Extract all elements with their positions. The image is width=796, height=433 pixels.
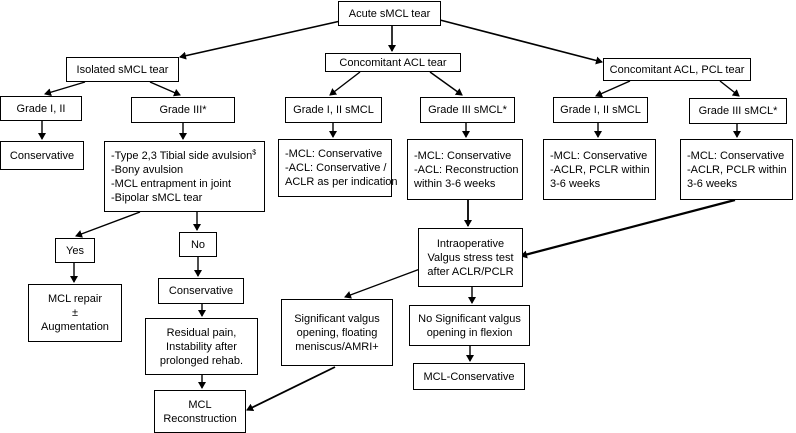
indications-line-1: -Type 2,3 Tibial side avulsion$ <box>111 148 257 162</box>
pcl-grade-3-node: Grade III sMCL* <box>689 98 787 124</box>
residual-line-3: prolonged rehab. <box>159 354 244 367</box>
mcl-conservative-final-text: MCL-Conservative <box>423 370 515 383</box>
residual-line-1: Residual pain, <box>166 326 237 339</box>
arrow-significant-to-reconstruction <box>246 366 336 411</box>
indications-node: -Type 2,3 Tibial side avulsion$ -Bony av… <box>104 141 265 212</box>
iso-conservative-text: Conservative <box>9 149 75 162</box>
significant-opening-line-1: Significant valgus <box>294 312 380 325</box>
significant-opening-line-3: meniscus/AMRI+ <box>295 340 379 353</box>
yes-node: Yes <box>55 238 95 263</box>
significant-opening-line-2: opening, floating <box>296 326 378 339</box>
concomitant-acl-text: Concomitant ACL tear <box>339 56 447 69</box>
no-significant-opening-node: No Significant valgus opening in flexion <box>409 305 530 346</box>
arrow-root-to-isolated <box>179 19 346 60</box>
valgus-test-line-1: Intraoperative <box>436 237 505 250</box>
mcl-repair-line-3: Augmentation <box>41 321 109 333</box>
isolated-tear-text: Isolated sMCL tear <box>76 63 169 76</box>
iso-conservative-node: Conservative <box>0 141 84 170</box>
pcl-g3-management-line-3: 3-6 weeks <box>687 177 738 190</box>
concomitant-acl-pcl-text: Concomitant ACL, PCL tear <box>609 63 745 76</box>
residual-node: Residual pain, Instability after prolong… <box>145 318 258 375</box>
concomitant-acl-pcl-node: Concomitant ACL, PCL tear <box>603 58 751 81</box>
concomitant-acl-node: Concomitant ACL tear <box>325 53 461 72</box>
mcl-conservative-final-node: MCL-Conservative <box>413 363 525 390</box>
pcl-grade-3-text: Grade III sMCL* <box>698 105 778 117</box>
mcl-repair-line-2: ± <box>71 307 79 319</box>
root-node-text: Acute sMCL tear <box>348 7 431 20</box>
arrow-acl-pcl-to-grade-3 <box>719 80 740 97</box>
no-node: No <box>179 232 217 257</box>
acl-grade-1-2-node: Grade I, II sMCL <box>285 97 382 123</box>
iso-grade-3-text: Grade III* <box>159 104 207 116</box>
mcl-repair-node: MCL repair ± Augmentation <box>28 284 122 342</box>
valgus-test-line-3: after ACLR/PCLR <box>427 265 514 278</box>
arrow-pcl-g3-mgmt-to-valgus <box>520 198 736 259</box>
no-conservative-text: Conservative <box>168 285 234 297</box>
no-significant-opening-line-2: opening in flexion <box>426 326 513 339</box>
arrow-isolated-to-grade-1-2 <box>44 81 86 97</box>
pcl-grade-1-2-node: Grade I, II sMCL <box>553 97 648 123</box>
arrow-isolated-to-grade-3 <box>149 81 181 97</box>
iso-grade-3-node: Grade III* <box>131 97 235 123</box>
arrow-valgus-to-significant <box>344 268 421 299</box>
acl-grade-1-2-text: Grade I, II sMCL <box>293 104 374 116</box>
acl-grade-3-text: Grade III sMCL* <box>428 104 507 116</box>
root-node: Acute sMCL tear <box>338 1 441 26</box>
no-conservative-node: Conservative <box>158 278 244 304</box>
mcl-reconstruction-line-1: MCL <box>188 398 212 411</box>
arrow-acl-to-grade-3 <box>429 71 463 96</box>
pcl-g12-management-line-2: -ACLR, PCLR within <box>550 163 650 176</box>
significant-opening-node: Significant valgus opening, floating men… <box>281 299 393 366</box>
indications-line-2: -Bony avulsion <box>111 163 184 176</box>
no-text: No <box>190 238 206 251</box>
indications-footnote-mark: $ <box>252 148 257 156</box>
pcl-g3-management-node: -MCL: Conservative -ACLR, PCLR within 3-… <box>680 139 793 200</box>
mcl-reconstruction-line-2: Reconstruction <box>163 412 237 425</box>
arrow-acl-to-grade-1-2 <box>329 71 361 96</box>
arrow-indications-to-yes <box>75 211 141 238</box>
no-significant-opening-line-1: No Significant valgus <box>418 312 521 325</box>
arrow-root-to-concomitant-acl-pcl <box>439 19 603 65</box>
pcl-g3-management-line-1: -MCL: Conservative <box>687 149 785 162</box>
acl-g3-management-line-3: within 3-6 weeks <box>414 177 496 190</box>
iso-grade-1-2-text: Grade I, II <box>16 102 66 115</box>
acl-g12-management-line-2: -ACL: Conservative / <box>285 162 387 174</box>
residual-line-2: Instability after <box>166 340 237 353</box>
acl-grade-3-node: Grade III sMCL* <box>420 97 515 123</box>
pcl-grade-1-2-text: Grade I, II sMCL <box>560 104 641 116</box>
valgus-test-node: Intraoperative Valgus stress test after … <box>418 228 523 287</box>
yes-text: Yes <box>66 244 84 257</box>
valgus-test-line-2: Valgus stress test <box>427 251 514 264</box>
isolated-tear-node: Isolated sMCL tear <box>66 57 179 82</box>
acl-g12-management-line-3: ACLR as per indication <box>285 176 398 188</box>
acl-g3-management-line-1: -MCL: Conservative <box>414 149 512 162</box>
indications-line-4: -Bipolar sMCL tear <box>111 191 203 204</box>
acl-g12-management-node: -MCL: Conservative -ACL: Conservative / … <box>278 139 398 197</box>
acl-g12-management-line-1: -MCL: Conservative <box>285 148 383 160</box>
pcl-g12-management-node: -MCL: Conservative -ACLR, PCLR within 3-… <box>543 139 656 200</box>
pcl-g3-management-line-2: -ACLR, PCLR within <box>687 163 787 176</box>
arrow-acl-pcl-to-grade-1-2 <box>595 80 631 98</box>
pcl-g12-management-line-1: -MCL: Conservative <box>550 149 648 162</box>
acl-g3-management-line-2: -ACL: Reconstruction <box>414 163 519 176</box>
indications-line-3: -MCL entrapment in joint <box>111 177 232 190</box>
mcl-repair-line-1: MCL repair <box>48 293 102 305</box>
mcl-reconstruction-node: MCL Reconstruction <box>154 390 246 433</box>
acl-g3-management-node: -MCL: Conservative -ACL: Reconstruction … <box>407 139 523 200</box>
iso-grade-1-2-node: Grade I, II <box>0 96 82 121</box>
pcl-g12-management-line-3: 3-6 weeks <box>550 177 601 190</box>
